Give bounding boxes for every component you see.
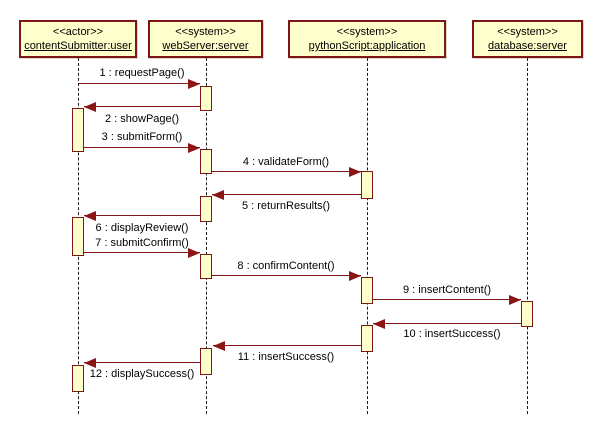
arrowhead-1 — [188, 79, 200, 89]
participant-name: database:server — [488, 40, 567, 52]
arrowhead-6 — [84, 211, 96, 221]
participant-database-server: <<system>> database:server — [472, 20, 583, 58]
message-label-2: 2 : showPage() — [105, 113, 179, 125]
activation-bar — [521, 301, 533, 327]
participant-name: pythonScript:application — [308, 40, 426, 52]
arrowhead-5 — [212, 190, 224, 200]
message-label-10: 10 : insertSuccess() — [403, 328, 501, 340]
message-label-11: 11 : insertSuccess() — [237, 351, 335, 363]
participant-contentsubmitter-user: <<actor>> contentSubmitter:user — [19, 20, 137, 58]
message-label-5: 5 : returnResults() — [241, 200, 331, 212]
message-line-3 — [84, 147, 200, 148]
participant-stereotype: <<system>> — [336, 26, 398, 38]
message-line-5 — [212, 194, 361, 195]
activation-bar — [72, 365, 84, 392]
message-line-6 — [84, 215, 200, 216]
arrowhead-8 — [349, 271, 361, 281]
arrowhead-10 — [373, 319, 385, 329]
activation-bar — [200, 196, 212, 222]
participant-name: webServer:server — [162, 40, 249, 52]
lifeline-webserver-server — [206, 58, 207, 414]
participant-webserver-server: <<system>> webServer:server — [148, 20, 263, 58]
activation-bar — [361, 277, 373, 304]
arrowhead-7 — [188, 248, 200, 258]
message-line-1 — [78, 83, 200, 84]
arrowhead-4 — [349, 167, 361, 177]
arrowhead-2 — [84, 102, 96, 112]
activation-bar — [200, 86, 212, 111]
message-line-9 — [373, 299, 521, 300]
activation-bar — [361, 325, 373, 352]
message-label-4: 4 : validateForm() — [242, 156, 330, 168]
arrowhead-11 — [213, 341, 225, 351]
message-line-7 — [84, 252, 200, 253]
message-label-12: 12 : displaySuccess() — [89, 368, 195, 380]
activation-bar — [200, 254, 212, 279]
message-label-1: 1 : requestPage() — [99, 67, 185, 79]
activation-bar — [72, 217, 84, 256]
activation-bar — [361, 171, 373, 199]
participant-pythonscript-application: <<system>> pythonScript:application — [288, 20, 446, 58]
participant-stereotype: <<system>> — [175, 26, 236, 38]
lifeline-database-server — [527, 58, 528, 414]
lifeline-pythonscript-application — [367, 58, 368, 414]
arrowhead-12 — [84, 358, 96, 368]
arrowhead-3 — [188, 143, 200, 153]
message-line-2 — [84, 106, 200, 107]
message-label-6: 6 : displayReview() — [95, 222, 189, 234]
activation-bar — [200, 348, 212, 375]
message-label-9: 9 : insertContent() — [402, 284, 492, 296]
message-label-3: 3 : submitForm() — [101, 131, 183, 143]
participant-name: contentSubmitter:user — [24, 40, 132, 52]
message-label-8: 8 : confirmContent() — [237, 260, 335, 272]
participant-stereotype: <<actor>> — [52, 26, 104, 38]
message-line-11 — [213, 345, 361, 346]
participant-stereotype: <<system>> — [497, 26, 558, 38]
activation-bar — [200, 149, 212, 174]
arrowhead-9 — [509, 295, 521, 305]
message-line-10 — [373, 323, 521, 324]
message-line-4 — [212, 171, 361, 172]
message-line-12 — [84, 362, 200, 363]
message-label-7: 7 : submitConfirm() — [95, 237, 189, 249]
message-line-8 — [212, 275, 361, 276]
activation-bar — [72, 108, 84, 152]
